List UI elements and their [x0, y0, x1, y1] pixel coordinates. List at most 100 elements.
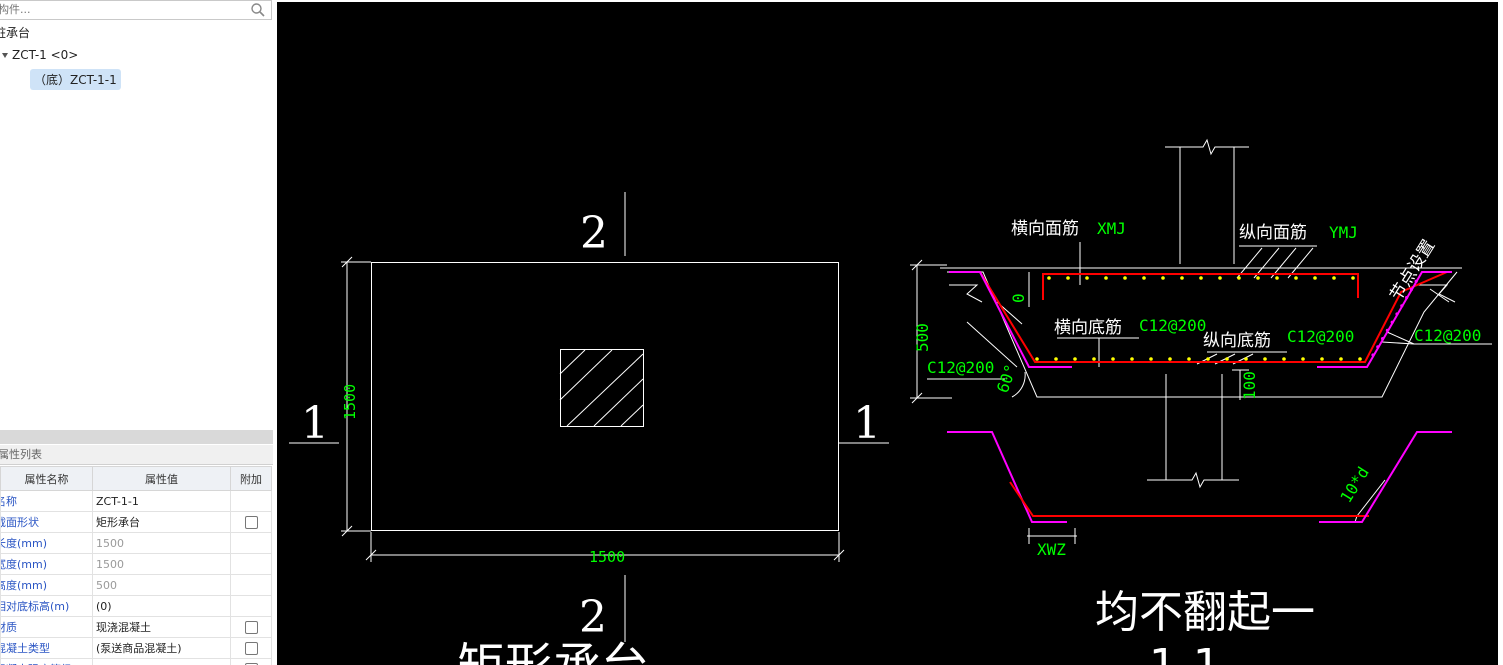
side-rebar-dot — [1400, 304, 1404, 308]
angle-text: 60° — [993, 362, 1021, 396]
expand-caret-icon[interactable] — [2, 53, 8, 58]
bottom-rebar-dots — [1035, 357, 1362, 361]
property-table-body: 名称ZCT-1-1截面形状矩形承台长度(mm)1500宽度(mm)1500高度(… — [0, 490, 272, 665]
top-rebar-dots — [1047, 276, 1355, 280]
column-hatch — [559, 349, 644, 427]
property-row[interactable]: 截面形状 矩形承台 — [0, 511, 272, 533]
property-value[interactable]: 矩形承台 — [92, 511, 231, 533]
search-icon[interactable] — [250, 2, 266, 18]
pile-below — [1147, 374, 1239, 489]
section-dimension-100 — [1232, 369, 1249, 400]
top-rebar-dot — [1085, 276, 1089, 280]
search-input[interactable] — [0, 1, 248, 17]
tree-selected-label: （底）ZCT-1-1 — [34, 73, 117, 87]
code-xmj: XMJ — [1097, 219, 1126, 238]
panel-splitter[interactable] — [0, 430, 273, 444]
property-value[interactable]: 1500 — [92, 532, 231, 554]
drawing-canvas[interactable]: 2 2 1 1 1500 1500 矩形承台 横向面筋 纵向面筋 横向底筋 纵向… — [277, 2, 1498, 665]
extra-checkbox[interactable] — [244, 662, 258, 665]
angle-arc — [1011, 371, 1026, 398]
bottom-rebar-dot — [1149, 357, 1153, 361]
plan-dimension-horizontal — [365, 532, 845, 562]
plan-dim-vertical-text: 1500 — [341, 384, 359, 420]
top-rebar-dot — [1180, 276, 1184, 280]
property-row[interactable]: 材质 现浇混凝土 — [0, 616, 272, 638]
pedestal-column — [1165, 138, 1249, 264]
property-extra — [230, 637, 272, 659]
property-name: 高度(mm) — [0, 574, 93, 596]
detail-rebar-bottom — [1009, 481, 1369, 517]
side-rebar-dot — [1395, 312, 1399, 316]
side-rebar-dots — [1371, 279, 1418, 357]
property-value[interactable]: (0) — [92, 595, 231, 617]
property-extra — [230, 511, 272, 533]
property-row[interactable]: 混凝土强度等级(C30) — [0, 658, 272, 665]
plan-section-left-label: 1 — [301, 398, 329, 449]
tree-selected-item[interactable]: （底）ZCT-1-1 — [30, 69, 121, 90]
property-name: 混凝土类型 — [0, 637, 93, 659]
bottom-rebar-dot — [1054, 357, 1058, 361]
property-name-text: 材质 — [2, 621, 18, 634]
extra-checkbox[interactable] — [244, 641, 258, 655]
header-name: 属性名称 — [0, 466, 93, 491]
property-value[interactable]: 1500 — [92, 553, 231, 575]
bottom-rebar-right-bend — [1317, 271, 1452, 368]
property-extra — [230, 595, 272, 617]
plan-section-right-label: 1 — [853, 398, 881, 449]
xwz-dimension — [1027, 528, 1077, 544]
label-zdj: 纵向底筋 — [1203, 331, 1271, 351]
top-rebar-dot — [1142, 276, 1146, 280]
bottom-rebar-dot — [1320, 357, 1324, 361]
extra-checkbox[interactable] — [244, 620, 258, 634]
right-border — [1498, 0, 1503, 665]
property-row[interactable]: 高度(mm)500 — [0, 574, 272, 596]
top-rebar-dot — [1256, 276, 1260, 280]
property-extra — [230, 490, 272, 512]
label-xmj: 横向面筋 — [1011, 219, 1079, 239]
bottom-rebar-left-bend — [949, 271, 1072, 368]
property-row[interactable]: 相对底标高(m)(0) — [0, 595, 272, 617]
property-value[interactable]: (泵送商品混凝土) — [92, 637, 231, 659]
property-name-text: 宽度(mm) — [2, 558, 48, 571]
extra-checkbox[interactable] — [244, 515, 258, 529]
property-name: 宽度(mm) — [0, 553, 93, 575]
top-rebar-dot — [1218, 276, 1222, 280]
property-value[interactable]: ZCT-1-1 — [92, 490, 231, 512]
side-rebar-dot — [1390, 320, 1394, 324]
top-rebar-dot — [1047, 276, 1051, 280]
side-rebar-dot — [1385, 328, 1389, 332]
property-table-header: 属性名称 属性值 附加 — [0, 466, 272, 491]
property-row[interactable]: 长度(mm)1500 — [0, 532, 272, 554]
property-value[interactable]: 500 — [92, 574, 231, 596]
bottom-rebar-dot — [1206, 357, 1210, 361]
property-value[interactable]: (C30) — [92, 658, 231, 665]
property-name-text: 截面形状 — [2, 516, 40, 529]
tree-node-label: ZCT-1 <0> — [12, 48, 79, 62]
property-table: 属性名称 属性值 附加 名称ZCT-1-1截面形状矩形承台长度(mm)1500宽… — [0, 466, 272, 665]
bottom-rebar-dot — [1073, 357, 1077, 361]
bottom-rebar-dot — [1263, 357, 1267, 361]
property-row[interactable]: 宽度(mm) 1500 — [0, 553, 272, 575]
bottom-rebar-dot — [1244, 357, 1248, 361]
plan-section-top-label: 2 — [580, 208, 608, 259]
header-extra: 附加 — [230, 466, 272, 491]
property-row[interactable]: 名称 ZCT-1-1 — [0, 490, 272, 512]
tree-category[interactable]: 桩承台 — [0, 24, 30, 41]
property-extra — [230, 616, 272, 638]
code-hdj: C12@200 — [1139, 316, 1206, 335]
side-rebar-dot — [1414, 279, 1418, 283]
top-rebar-dot — [1161, 276, 1165, 280]
code-left: C12@200 — [927, 358, 994, 377]
property-name-text: 名称 — [2, 495, 18, 508]
label-ymj: 纵向面筋 — [1239, 223, 1307, 243]
top-border — [273, 0, 1503, 2]
property-value[interactable]: 现浇混凝土 — [92, 616, 231, 638]
tree-node-zct-1[interactable]: ZCT-1 <0> — [2, 48, 78, 62]
detail-rebar-right — [1319, 431, 1452, 523]
property-name: 材质 — [0, 616, 93, 638]
property-extra — [230, 658, 272, 665]
property-row[interactable]: 混凝土类型(泵送商品混凝土) — [0, 637, 272, 659]
dim-100-text: 100 — [1240, 371, 1259, 400]
top-rebar-dot — [1199, 276, 1203, 280]
property-name: 混凝土强度等级 — [0, 658, 93, 665]
